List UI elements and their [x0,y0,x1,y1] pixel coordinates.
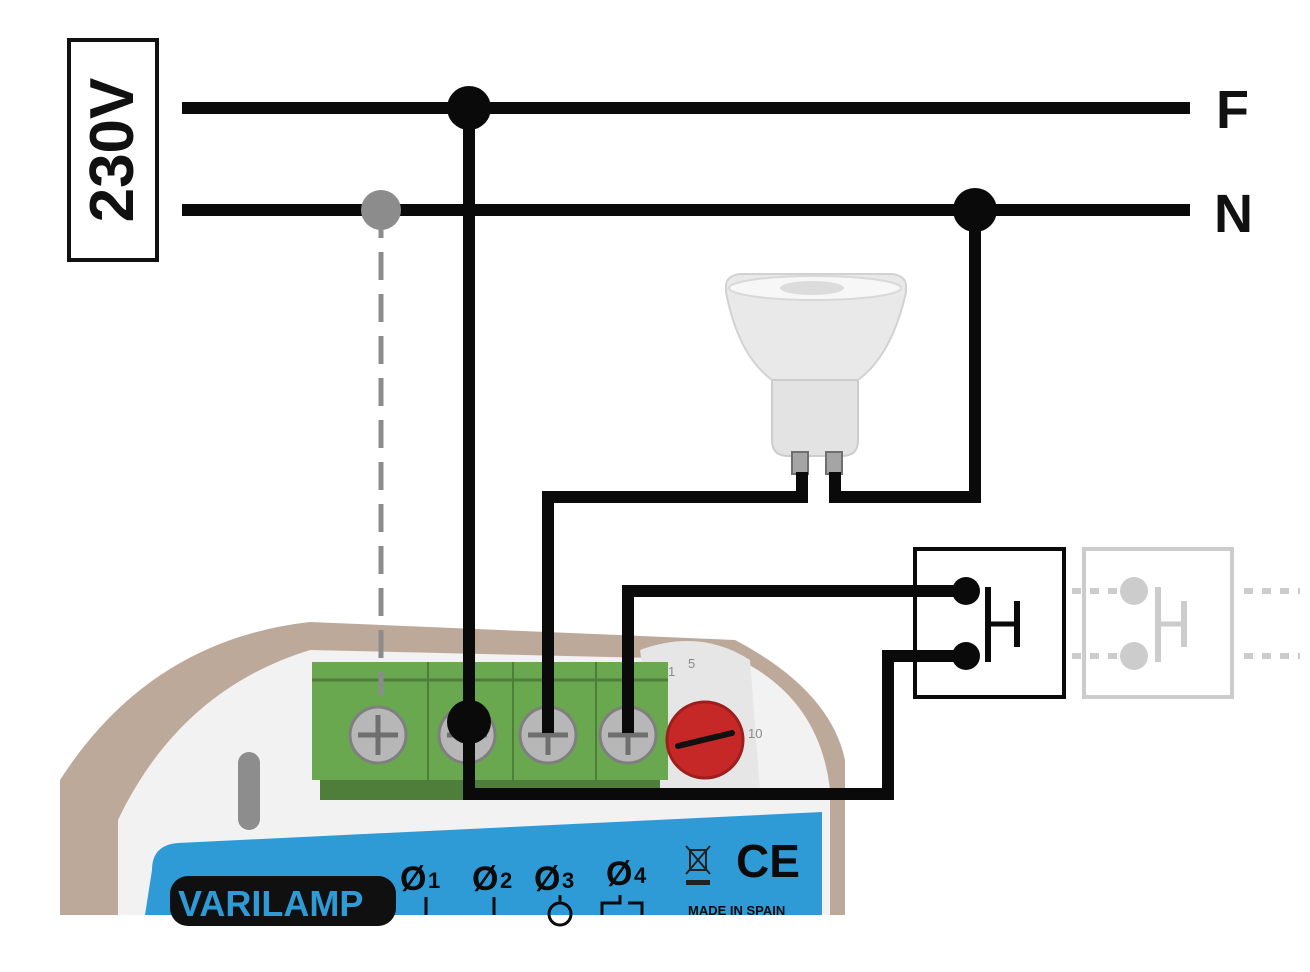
dial-mark-min: 1 [668,664,675,679]
screw-terminal-1 [348,705,408,765]
lamp-pin-left [791,451,809,475]
optional-push-button-icon [1072,547,1300,699]
terminal-label-4: 4 [634,863,647,888]
wiring [182,102,1190,800]
lamp-base [771,379,859,457]
junction-optional-neutral [361,190,401,230]
svg-text:Ø: Ø [400,860,426,898]
phase-label: F [1216,80,1249,140]
crossed-bin-icon [685,845,711,885]
neutral-label: N [1214,184,1253,244]
brightness-dial: 1 5 10 [665,656,762,780]
switch-box [913,547,1066,699]
lamp-pin-right [825,451,843,475]
gu10-lamp [725,273,907,475]
svg-text:Ø: Ø [534,860,560,898]
ce-mark: CE [736,835,800,887]
module-slot [238,752,260,830]
push-button-icon [913,547,1066,699]
terminal-legend: Ø 1 Ø 2 Ø 3 Ø 4 [400,855,647,927]
lamp-neutral-wire [829,210,981,503]
terminal-label-3: 3 [562,868,574,893]
dial-mark-mid: 5 [688,656,695,671]
brand-badge [170,876,396,926]
svg-text:Ø: Ø [606,855,632,893]
made-in-label: MADE IN SPAIN [688,903,785,918]
brand-label: VARILAMP [178,883,363,924]
terminal-label-2: 2 [500,868,512,893]
junction-terminal-2 [447,700,491,744]
terminal-label-1: 1 [428,868,440,893]
dial-mark-max: 10 [748,726,762,741]
junction-phase [447,86,491,130]
junction-neutral [953,188,997,232]
voltage-label: 230V [78,78,147,223]
svg-text:Ø: Ø [472,860,498,898]
switch-wire [622,585,966,733]
lamp-feed-wire [542,472,808,733]
optional-switch-box [1082,547,1234,699]
screw-terminal-4 [598,705,658,765]
voltage-label-box: 230V [67,38,159,262]
dimmer-module: 1 5 10 VARILAMP Ø 1 Ø 2 Ø 3 Ø 4 [60,622,845,927]
lamp-reflector [725,273,907,381]
